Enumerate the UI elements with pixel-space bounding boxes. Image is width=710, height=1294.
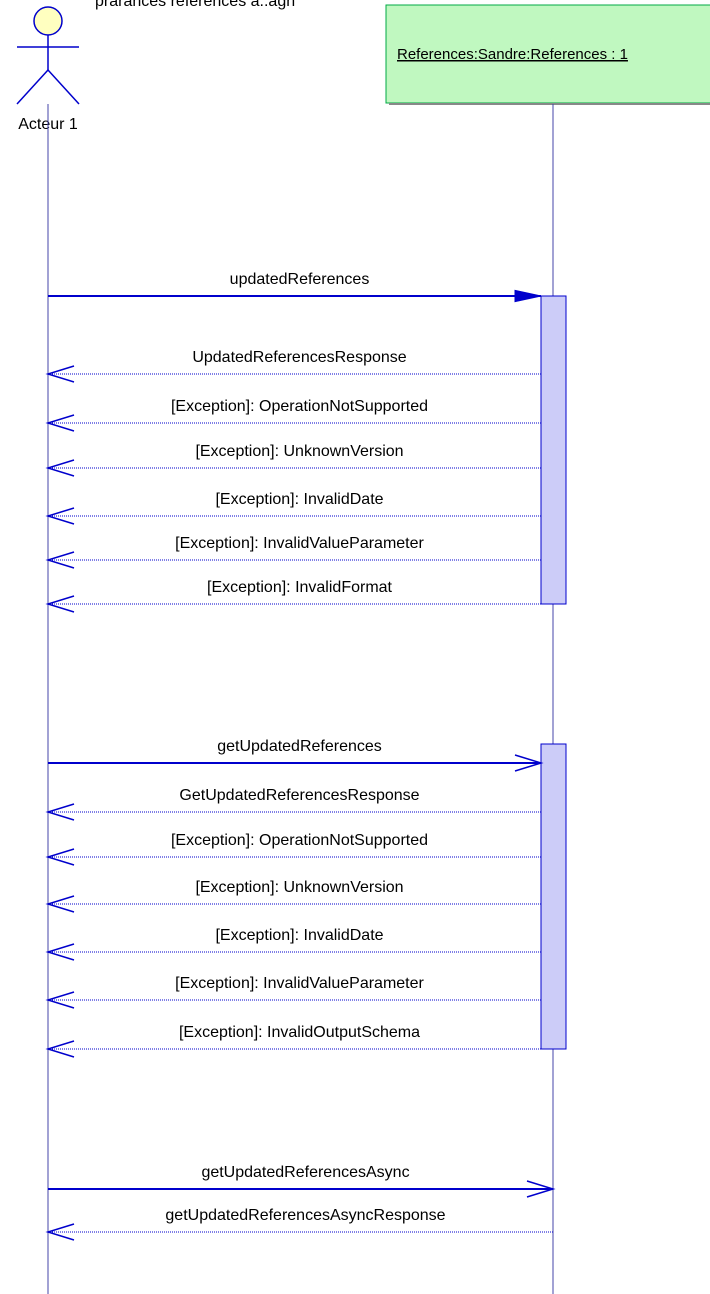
open-arrowhead-icon <box>45 943 75 961</box>
message-label: UpdatedReferencesResponse <box>192 349 406 366</box>
message-label: [Exception]: UnknownVersion <box>195 879 403 896</box>
activation-bar-updated-references <box>540 295 567 605</box>
message-return[interactable]: [Exception]: OperationNotSupported <box>45 398 541 432</box>
message-label: getUpdatedReferencesAsync <box>201 1164 409 1181</box>
message-return[interactable]: [Exception]: InvalidValueParameter <box>45 975 541 1009</box>
message-label: [Exception]: UnknownVersion <box>195 443 403 460</box>
open-arrowhead-icon <box>45 895 75 913</box>
message-call[interactable]: getUpdatedReferencesAsync <box>48 1164 556 1198</box>
message-label: [Exception]: InvalidFormat <box>207 579 393 596</box>
message-label: [Exception]: OperationNotSupported <box>171 832 428 849</box>
message-return[interactable]: [Exception]: InvalidFormat <box>45 579 541 613</box>
message-label: [Exception]: InvalidValueParameter <box>175 535 424 552</box>
actor-leg-right <box>47 69 80 105</box>
message-label: updatedReferences <box>230 271 370 288</box>
message-label: [Exception]: OperationNotSupported <box>171 398 428 415</box>
messages: updatedReferencesUpdatedReferencesRespon… <box>45 271 556 1241</box>
message-return[interactable]: [Exception]: InvalidDate <box>45 927 541 961</box>
message-label: [Exception]: InvalidDate <box>215 927 383 944</box>
message-call[interactable]: updatedReferences <box>48 271 542 303</box>
message-return[interactable]: [Exception]: OperationNotSupported <box>45 832 541 866</box>
message-return[interactable]: [Exception]: InvalidValueParameter <box>45 535 541 569</box>
open-arrowhead-icon <box>45 507 75 525</box>
diagram-title-cut: prarances references a..agn <box>95 0 295 10</box>
message-label: [Exception]: InvalidOutputSchema <box>179 1024 420 1041</box>
open-arrowhead-icon <box>45 991 75 1009</box>
open-arrowhead-icon <box>45 459 75 477</box>
message-return[interactable]: [Exception]: InvalidOutputSchema <box>45 1024 541 1058</box>
open-arrowhead-icon <box>45 848 75 866</box>
activation-bar-get-updated-references <box>540 743 567 1050</box>
open-arrowhead-icon <box>45 414 75 432</box>
message-return[interactable]: [Exception]: UnknownVersion <box>45 879 541 913</box>
message-return[interactable]: GetUpdatedReferencesResponse <box>45 787 541 821</box>
open-arrowhead-icon <box>526 1180 556 1198</box>
open-arrowhead-icon <box>514 754 544 772</box>
actor-figure[interactable] <box>16 6 80 105</box>
open-arrowhead-icon <box>45 1040 75 1058</box>
message-return[interactable]: [Exception]: UnknownVersion <box>45 443 541 477</box>
object-box[interactable] <box>385 4 710 105</box>
open-arrowhead-icon <box>45 551 75 569</box>
filled-arrowhead-icon <box>514 289 542 303</box>
open-arrowhead-icon <box>45 1223 75 1241</box>
actor-leg-left <box>16 69 49 105</box>
message-return[interactable]: UpdatedReferencesResponse <box>45 349 541 383</box>
message-call[interactable]: getUpdatedReferences <box>48 738 544 772</box>
object-label: References:Sandre:References : 1 <box>397 46 628 63</box>
message-label: GetUpdatedReferencesResponse <box>179 787 419 804</box>
message-return[interactable]: [Exception]: InvalidDate <box>45 491 541 525</box>
open-arrowhead-icon <box>45 365 75 383</box>
open-arrowhead-icon <box>45 595 75 613</box>
message-label: getUpdatedReferences <box>217 738 382 755</box>
open-arrowhead-icon <box>45 803 75 821</box>
message-return[interactable]: getUpdatedReferencesAsyncResponse <box>45 1207 553 1241</box>
message-label: getUpdatedReferencesAsyncResponse <box>165 1207 445 1224</box>
message-label: [Exception]: InvalidValueParameter <box>175 975 424 992</box>
message-label: [Exception]: InvalidDate <box>215 491 383 508</box>
actor-head-icon <box>33 6 63 36</box>
